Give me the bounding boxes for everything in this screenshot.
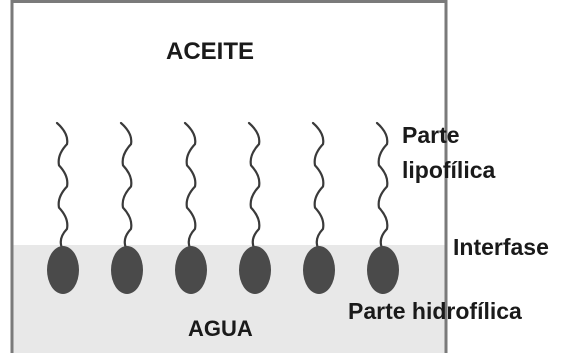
hydrophilic-head: [111, 246, 143, 294]
hydrophilic-head: [367, 246, 399, 294]
lipophilic-tail: [185, 123, 195, 250]
water-label: AGUA: [188, 318, 253, 340]
hydrophilic-head: [175, 246, 207, 294]
lipophilic-tail: [377, 123, 387, 250]
hydrophilic-head: [47, 246, 79, 294]
oil-label: ACEITE: [166, 40, 254, 64]
hydrophilic-head: [239, 246, 271, 294]
lipophilic-part-label: Parte lipofílica: [402, 118, 542, 188]
lipophilic-tail: [121, 123, 131, 250]
interface-label: Interfase: [453, 236, 549, 259]
lipophilic-tail: [57, 123, 67, 250]
surfactant-molecule: [239, 123, 271, 294]
hydrophilic-part-label: Parte hidrofílica: [348, 300, 522, 323]
surfactant-molecule: [303, 123, 335, 294]
surfactant-molecule: [111, 123, 143, 294]
hydrophilic-head: [303, 246, 335, 294]
surfactant-molecule: [175, 123, 207, 294]
lipophilic-tail: [249, 123, 259, 250]
surfactant-molecule: [47, 123, 79, 294]
lipophilic-tail: [313, 123, 323, 250]
surfactant-molecule: [367, 123, 399, 294]
